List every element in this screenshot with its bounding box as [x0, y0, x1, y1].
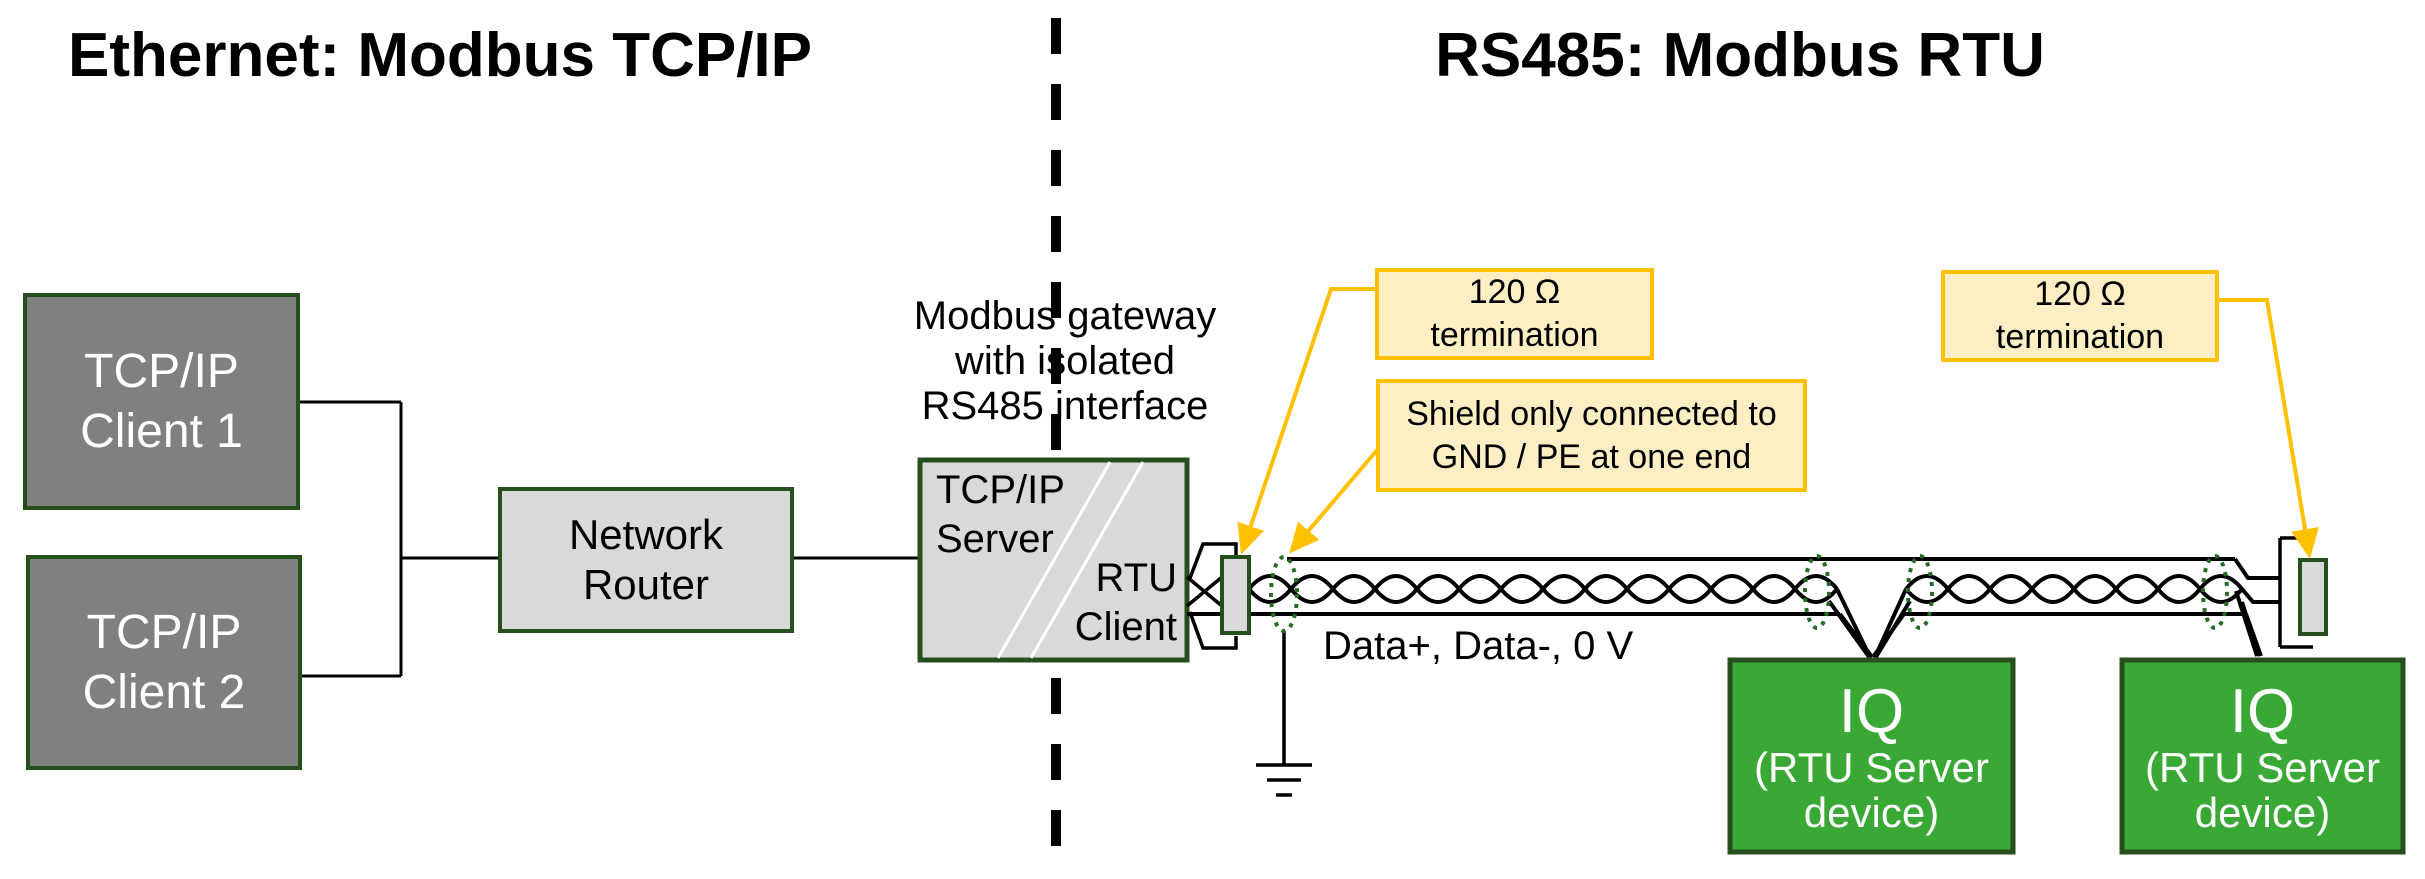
gateway-rtu-port-line2: Client: [1074, 605, 1177, 649]
iq1-tap-right-wires: [1871, 588, 1912, 659]
tcp-client-2-label: TCP/IP Client 2: [28, 557, 300, 768]
gateway-tcp-port-line2: Server: [936, 517, 1054, 561]
gateway-tcp-port-line1: TCP/IP: [936, 468, 1065, 512]
rs485-bus-wires: [1187, 557, 2280, 659]
tcp-client-2-line1: TCP/IP: [86, 605, 242, 659]
wire-cross: [1185, 575, 1224, 608]
connector-bracket-bottom: [1188, 611, 1238, 650]
gateway-caption-line1: Modbus gateway: [913, 294, 1217, 338]
shield-ellipse-iq1-left: [1803, 554, 1831, 630]
network-router-label: Network Router: [500, 489, 792, 631]
gateway-connector: [1185, 542, 1238, 650]
termination-left-callout-label: 120 Ω termination: [1377, 270, 1652, 358]
iq-device-2-sub2: device): [2194, 789, 2331, 836]
shield-note-line1: Shield only connected to: [1406, 394, 1777, 433]
iq-device-1-sub1: (RTU Server: [1754, 744, 1989, 791]
gateway-rtu-port-label: RTU Client: [1000, 554, 1177, 652]
isolation-line-1: [996, 461, 1112, 659]
iq-device-1-name: IQ: [1838, 677, 1905, 746]
tcp-client-1-line1: TCP/IP: [84, 344, 239, 398]
iq-device-2-sub1: (RTU Server: [2145, 744, 2380, 791]
title-ethernet: Ethernet: Modbus TCP/IP: [68, 21, 812, 90]
iq-device-2-label: IQ (RTU Server device): [2122, 664, 2403, 850]
isolation-line-2: [1029, 461, 1145, 659]
network-router-box: [498, 487, 794, 633]
gateway-rtu-port-line1: RTU: [1095, 556, 1177, 600]
shield-note-callout-label: Shield only connected to GND / PE at one…: [1378, 381, 1805, 490]
termination-left-callout-box: [1375, 268, 1654, 360]
iq-device-2-box: [2119, 657, 2406, 855]
gateway-isolation-lines: [996, 461, 1145, 659]
gateway-caption: Modbus gateway with isolated RS485 inter…: [900, 294, 1230, 429]
ethernet-links: [298, 400, 920, 678]
gateway-tcp-port-label: TCP/IP Server: [936, 466, 1065, 564]
ground-symbol: [1256, 631, 1312, 797]
iq2-tap-wires: [2234, 590, 2263, 657]
shield-note-callout-box: [1376, 379, 1807, 492]
termination-right-callout-label: 120 Ω termination: [1943, 272, 2217, 360]
shield-note-line2: GND / PE at one end: [1431, 437, 1752, 476]
gateway-caption-line3: RS485 interface: [921, 384, 1209, 428]
iq-device-1-label: IQ (RTU Server device): [1730, 664, 2013, 850]
bus-end-connector-wires: [2233, 557, 2280, 604]
tcp-client-2-line2: Client 2: [82, 665, 246, 719]
iq-device-2-name: IQ: [2229, 677, 2296, 746]
termination-resistor-left: [1220, 555, 1251, 635]
termination-right-callout-box: [1941, 270, 2219, 362]
shield-ellipse-end: [2201, 554, 2229, 630]
iq-device-1-box: [1727, 657, 2016, 855]
termination-left-arrow: [1237, 287, 1377, 555]
iq1-tap-left-wires: [1827, 588, 1874, 659]
network-router-line2: Router: [582, 561, 710, 608]
connector-bracket-top: [1188, 542, 1238, 579]
termination-left-line2: termination: [1430, 316, 1599, 354]
termination-right-line1: 120 Ω: [2034, 275, 2126, 313]
tcp-client-1-box: [23, 293, 300, 510]
shield-ellipse-iq1-right: [1906, 554, 1934, 630]
callout-arrows: [1237, 287, 2319, 559]
network-router-line1: Network: [568, 511, 724, 558]
termination-right-arrow: [2217, 298, 2319, 559]
termination-left-line1: 120 Ω: [1468, 273, 1561, 311]
twisted-pair-b-strand-2: [1904, 574, 2244, 604]
bus-wires-label: Data+, Data-, 0 V: [1323, 624, 1634, 668]
shield-ellipses: [1269, 554, 2229, 633]
title-rs485: RS485: Modbus RTU: [1435, 21, 2045, 90]
tcp-client-2-box: [26, 555, 302, 770]
twisted-pair-a-strand-2: [1247, 574, 1839, 604]
tcp-client-1-label: TCP/IP Client 1: [25, 295, 298, 508]
termination-resistor-right: [2298, 558, 2328, 636]
shield-note-arrow: [1289, 447, 1380, 554]
iq-device-1-sub2: device): [1803, 789, 1940, 836]
tcp-client-1-line2: Client 1: [80, 404, 243, 458]
shield-ellipse-gateway: [1269, 555, 1299, 633]
termination-right-line2: termination: [1995, 318, 2165, 356]
gateway-caption-line2: with isolated: [954, 339, 1176, 383]
